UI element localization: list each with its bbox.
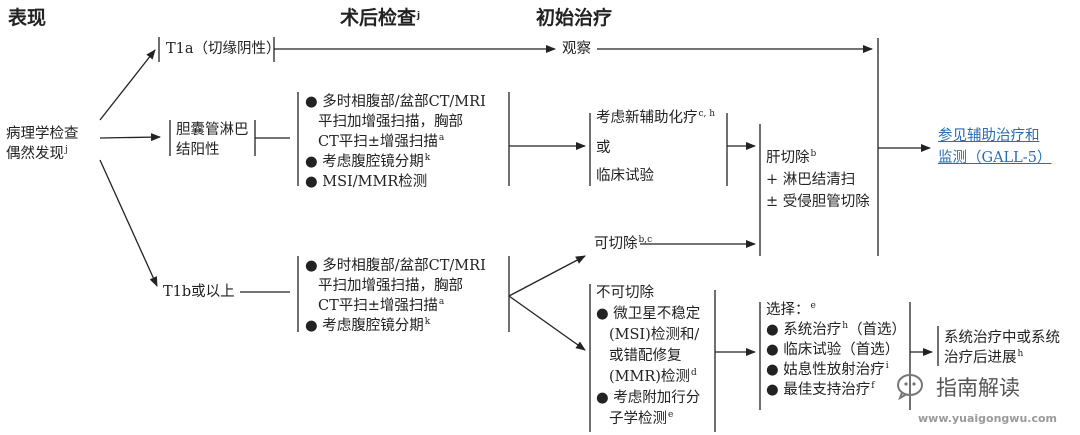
t1b-workup-list: ● 多时相腹部/盆部CT/MRI 平扫加增强扫描，胸部 CT平扫±增强扫描a ●…	[305, 256, 486, 336]
lymph-node-label: 胆囊管淋巴 结阳性	[176, 120, 249, 160]
or-label: 或	[596, 140, 611, 156]
choices-title: 选择：e	[766, 301, 816, 319]
list-item: ● 系统治疗h（首选）	[766, 321, 907, 339]
wechat-icon	[897, 374, 923, 400]
watermark-brand: 指南解读	[936, 376, 1020, 400]
list-item: (MMR)检测d	[609, 368, 697, 386]
header-initial-treatment: 初始治疗	[536, 7, 613, 29]
list-item: 或错配修复	[609, 348, 682, 364]
list-item: ● 考虑腹腔镜分期k	[305, 317, 431, 335]
list-item: ● 考虑附加行分	[596, 390, 701, 406]
list-item: (MSI)检测和/	[609, 327, 700, 343]
resectable-label: 可切除b,c	[594, 235, 653, 253]
list-item: ● 多时相腹部/盆部CT/MRI	[305, 258, 486, 274]
header-postop: 术后检查j	[340, 7, 421, 29]
unresectable-box: 不可切除 ● 微卫星不稳定 (MSI)检测和/ 或错配修复 (MMR)检测d ●…	[596, 283, 700, 430]
t1a-label: T1a（切缘阴性）	[166, 41, 281, 57]
choices-box: 选择：e ● 系统治疗h（首选） ● 临床试验（首选） ● 姑息性放射治疗i ●…	[766, 300, 906, 400]
list-item: 子学检测e	[609, 410, 674, 428]
surgery-box: 肝切除b + 淋巴结清扫 ± 受侵胆管切除	[766, 148, 870, 212]
list-item: 平扫加增强扫描，胸部	[318, 114, 463, 130]
observe-label: 观察	[562, 41, 591, 57]
surgery-item: + 淋巴结清扫	[766, 172, 856, 188]
surgery-title: 肝切除b	[766, 149, 817, 167]
unresectable-title: 不可切除	[596, 285, 654, 301]
lymph-line2: 结阳性	[176, 142, 220, 158]
list-item: ● 临床试验（首选）	[766, 342, 900, 358]
root-node: 病理学检查 偶然发现j	[6, 124, 79, 164]
lymph-workup-list: ● 多时相腹部/盆部CT/MRI 平扫加增强扫描，胸部 CT平扫±增强扫描a ●…	[305, 92, 486, 192]
list-item: ● 最佳支持治疗f	[766, 381, 875, 399]
see-also-line1[interactable]: 参见辅助治疗和	[938, 128, 1040, 144]
root-line1: 病理学检查	[6, 126, 79, 142]
header-presentation: 表现	[8, 7, 47, 29]
progression-line1: 系统治疗中或系统	[944, 330, 1060, 346]
list-item: ● 姑息性放射治疗i	[766, 361, 889, 379]
list-item: ● 微卫星不稳定	[596, 306, 701, 322]
list-item: 平扫加增强扫描，胸部	[318, 278, 463, 294]
root-line2: 偶然发现j	[6, 145, 68, 163]
watermark-url: www.yuaigongwu.com	[918, 412, 1058, 425]
list-item: ● 考虑腹腔镜分期k	[305, 153, 431, 171]
surgery-item: ± 受侵胆管切除	[766, 194, 870, 210]
progression-line2: 治疗后进展h	[944, 349, 1024, 367]
t1b-label: T1b或以上	[163, 284, 235, 300]
list-item: CT平扫±增强扫描a	[318, 297, 445, 315]
list-item: ● 多时相腹部/盆部CT/MRI	[305, 94, 486, 110]
list-item: ● MSI/MMR检测	[305, 174, 428, 190]
progression-box: 系统治疗中或系统 治疗后进展h	[944, 328, 1060, 368]
see-also-line2[interactable]: 监测（GALL-5）	[938, 150, 1052, 166]
clinical-trial-option: 临床试验	[596, 168, 654, 184]
neoadjuvant-option: 考虑新辅助化疗c, h	[596, 109, 716, 127]
list-item: CT平扫±增强扫描a	[318, 133, 445, 151]
see-adjuvant-link[interactable]: 参见辅助治疗和 监测（GALL-5）	[938, 126, 1051, 168]
lymph-line1: 胆囊管淋巴	[176, 122, 249, 138]
